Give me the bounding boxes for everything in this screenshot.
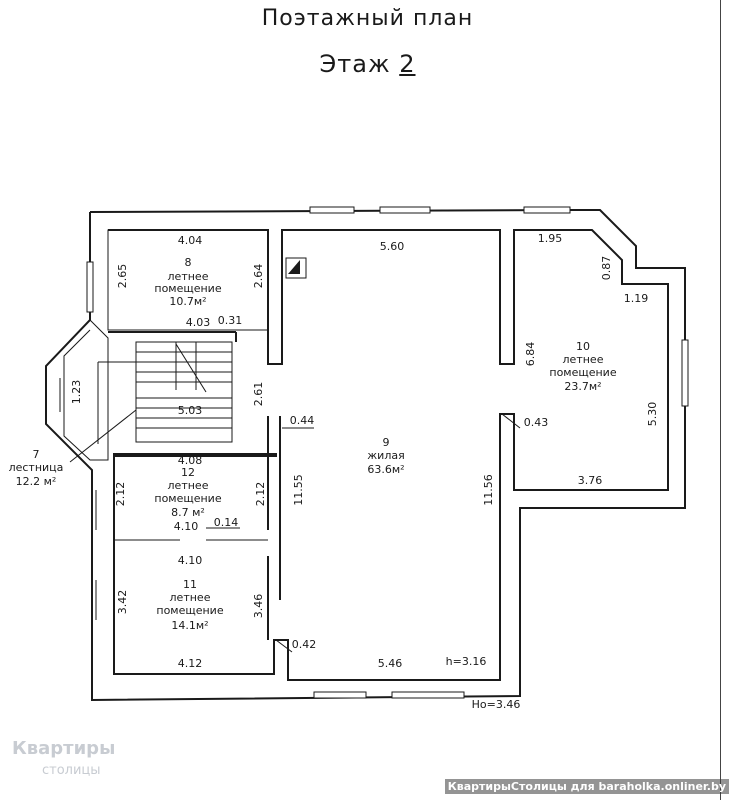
dim-r10-top: 1.95 [538, 232, 563, 245]
room-11-number: 11 [183, 578, 197, 591]
dim-r8-right: 2.64 [252, 264, 265, 289]
dim-r11-right: 3.46 [252, 594, 265, 619]
leader-042 [275, 639, 293, 653]
chimney-fill-icon [288, 260, 300, 274]
floor-number: 2 [399, 50, 416, 78]
dim-r10-step: 1.19 [624, 292, 649, 305]
dim-outer-height: Hо=3.46 [472, 698, 521, 711]
room-10-number: 10 [576, 340, 590, 353]
dim-r10-left: 6.84 [524, 342, 537, 367]
room-9-type: жилая [367, 449, 404, 462]
room-12-area: 8.7 м² [171, 506, 205, 519]
dim-r12-left: 2.12 [114, 482, 127, 507]
room-8-outline [107, 229, 269, 331]
dim-r10-diag: 0.87 [600, 256, 613, 281]
dim-stair-side: 1.23 [70, 380, 83, 405]
dim-hall-left: 2.61 [252, 382, 265, 407]
dim-r12-bottom: 4.10 [174, 520, 199, 533]
window-top-3 [523, 206, 571, 214]
room-12-number: 12 [181, 466, 195, 479]
room-12-type2: помещение [154, 492, 221, 505]
leader-stairs [69, 409, 137, 463]
window-left-1 [86, 261, 94, 313]
window-top-1 [309, 206, 355, 214]
dim-r12-top: 4.08 [178, 454, 203, 467]
sheet-edge-line [720, 0, 721, 800]
dim-r10-right: 5.30 [646, 402, 659, 427]
footer-credit: КвартирыСтолицы для baraholka.onliner.by [444, 779, 729, 794]
outer-wall-inner [108, 229, 669, 681]
dim-r8-bottom: 4.03 [186, 316, 211, 329]
window-right-1 [681, 339, 689, 407]
outer-wall-outer [45, 209, 686, 702]
dim-r8-top: 4.04 [178, 234, 203, 247]
room-12-top-wall [113, 453, 277, 457]
dim-r12-right: 2.12 [254, 482, 267, 507]
room-8-number: 8 [185, 256, 192, 269]
room-8-area: 10.7м² [169, 295, 206, 308]
window-bottom-1 [313, 691, 367, 699]
window-bottom-2 [391, 691, 465, 699]
dim-r11-bottom: 4.12 [178, 657, 203, 670]
dim-014: 0.14 [214, 516, 239, 529]
dim-r10-bottom: 3.76 [578, 474, 603, 487]
dim-r8-left: 2.65 [116, 264, 129, 289]
dim-042: 0.42 [292, 638, 317, 651]
watermark-logo-line1: Квартиры [12, 738, 116, 759]
room-8-type: летнее [168, 270, 209, 283]
room-8-type2: помещение [154, 282, 221, 295]
dim-height: h=3.16 [446, 655, 487, 668]
room-7-type: лестница [9, 461, 64, 474]
dim-1156: 11.56 [482, 474, 495, 506]
room-10-area: 23.7м² [564, 380, 601, 393]
dim-1155: 11.55 [292, 474, 305, 506]
window-top-2 [379, 206, 431, 214]
room-9-number: 9 [383, 436, 390, 449]
dim-hall-top: 5.60 [380, 240, 405, 253]
room-12-type: летнее [168, 479, 209, 492]
dim-r11-top: 4.10 [178, 554, 203, 567]
room-10-type: летнее [563, 353, 604, 366]
room-9-area: 63.6м² [367, 463, 404, 476]
dim-031: 0.31 [218, 314, 243, 327]
dim-hall-bottom: 5.46 [378, 657, 403, 670]
room-10-type2: помещение [549, 366, 616, 379]
room-11-type: летнее [170, 591, 211, 604]
stairs [97, 341, 233, 444]
watermark-logo-line2: столицы [42, 763, 101, 778]
leader-043 [501, 413, 521, 429]
dim-044: 0.44 [290, 414, 315, 427]
floor-title: Этаж 2 [0, 50, 735, 78]
dim-stair-mid: 5.03 [178, 404, 203, 417]
room-11-area: 14.1м² [171, 619, 208, 632]
room-11-type2: помещение [156, 604, 223, 617]
chimney-icon [285, 257, 307, 279]
room-7-number: 7 [33, 448, 40, 461]
stair-bay-wall [63, 319, 109, 461]
plan-title: Поэтажный план [261, 6, 474, 31]
floor-prefix: Этаж [319, 50, 391, 78]
dim-r11-left: 3.42 [116, 590, 129, 615]
room-7-area: 12.2 м² [16, 475, 57, 488]
dim-043: 0.43 [524, 416, 549, 429]
